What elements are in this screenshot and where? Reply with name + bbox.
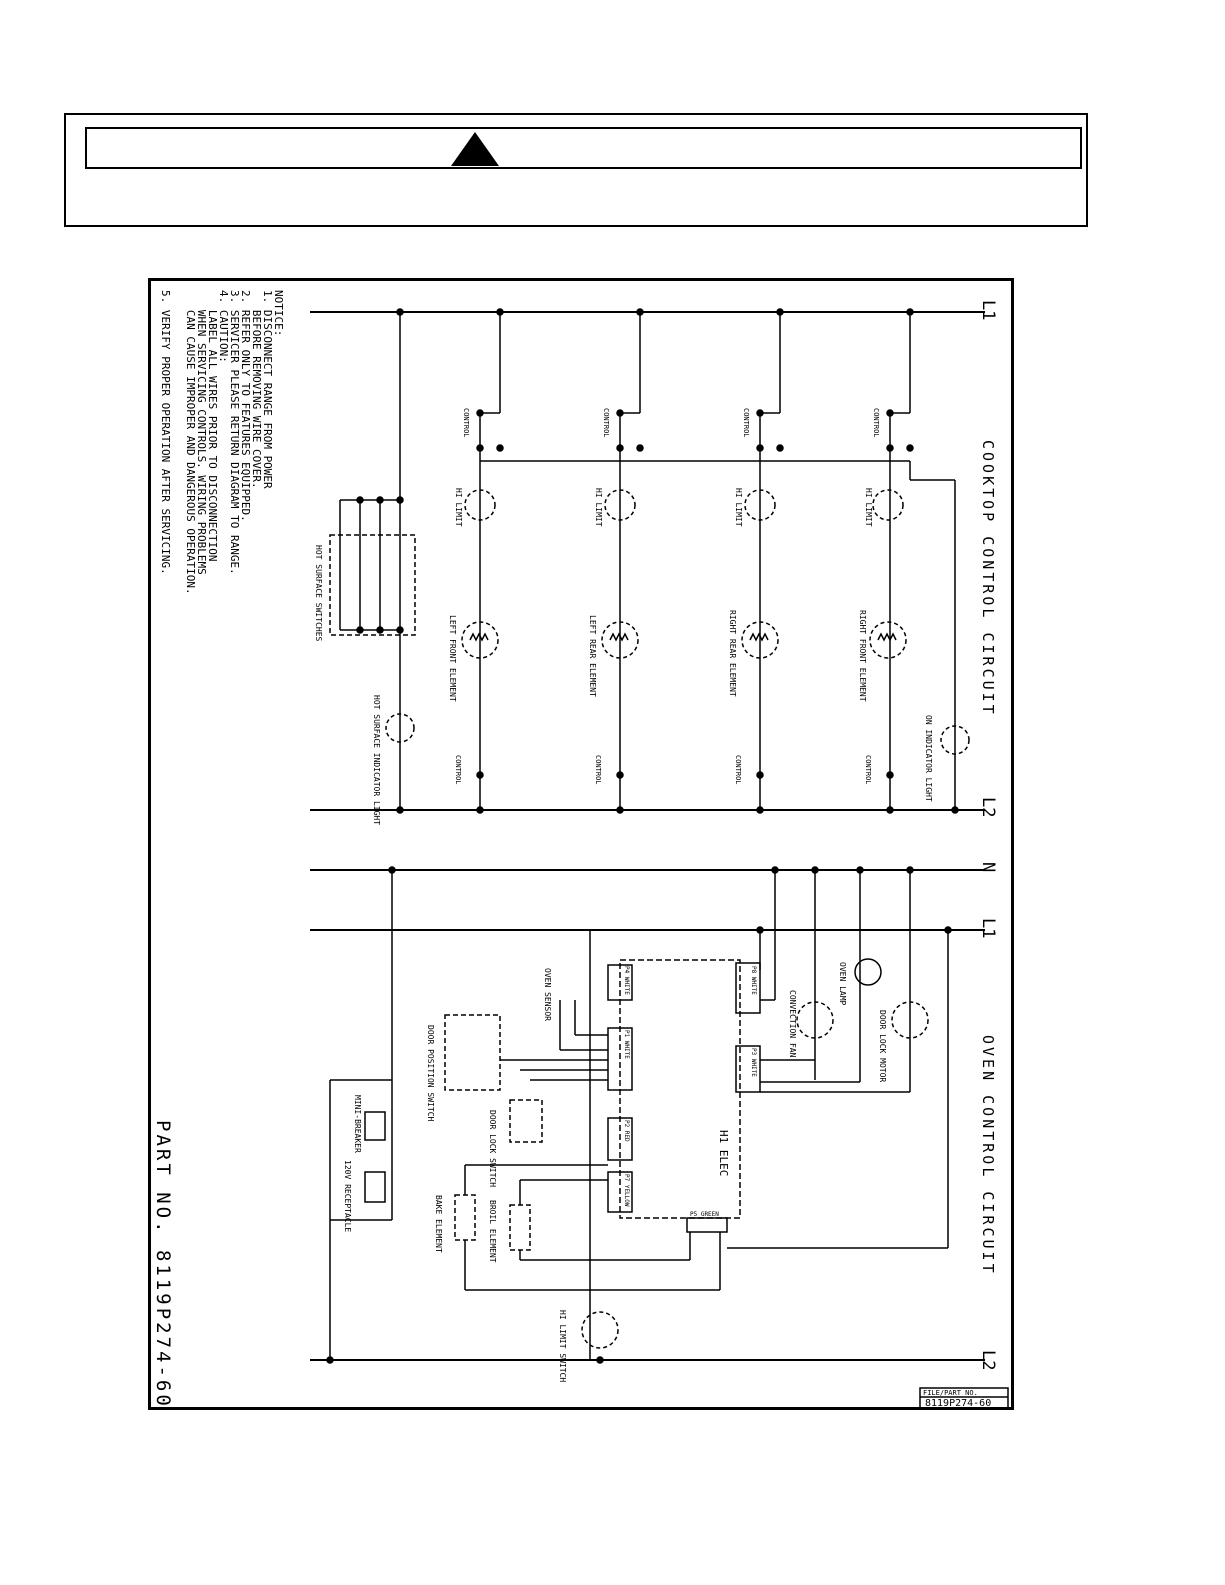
file-block-value: 8119P274-60	[925, 1398, 991, 1409]
line-label-l1-top: L1	[978, 300, 998, 320]
connector-p7	[607, 1171, 633, 1213]
label-hi-limit-switch: HI LIMIT SWITCH	[558, 1310, 567, 1382]
label-receptacle: 120V RECEPTACLE	[343, 1160, 352, 1232]
notice-line-3: 2. REFER ONLY TO FEATURES EQUIPPED.	[239, 290, 252, 522]
label-connector-p4: P4 WHITE	[623, 966, 630, 995]
label-hi-limit-4: HI LIMIT	[454, 488, 463, 527]
line-label-l2-top: L2	[978, 797, 998, 817]
label-oven-lamp: OVEN LAMP	[838, 962, 847, 1006]
file-block-label: FILE/PART NO.	[923, 1389, 978, 1397]
notice-line-7: WHEN SERVICING CONTROLS. WIRING PROBLEMS	[195, 290, 208, 575]
notice-line-1: 1. DISCONNECT RANGE FROM POWER	[261, 290, 274, 489]
label-connector-p7: P7 YELLOW	[623, 1174, 630, 1207]
label-bake-element: BAKE ELEMENT	[434, 1195, 443, 1253]
oven-section-title: OVEN CONTROL CIRCUIT	[979, 1035, 997, 1276]
label-control-1: CONTROL	[872, 408, 880, 438]
oven-circuit	[310, 866, 985, 1364]
label-left-front-element: LEFT FRONT ELEMENT	[448, 615, 457, 702]
label-connector-p8: P8 WHITE	[750, 966, 757, 995]
notice-line-8: CAN CAUSE IMPROPER AND DANGEROUS OPERATI…	[184, 290, 197, 595]
label-hi-limit-2: HI LIMIT	[734, 488, 743, 527]
notice-line-5: 4. CAUTION:	[217, 290, 230, 363]
label-door-position-switch: DOOR POSITION SWITCH	[426, 1025, 435, 1122]
notice-line-6: LABEL ALL WIRES PRIOR TO DISCONNECTION	[206, 290, 219, 562]
label-hi-limit-3: HI LIMIT	[594, 488, 603, 527]
label-control-7: CONTROL	[594, 755, 602, 785]
connector-p3	[735, 1045, 761, 1093]
line-label-n: N	[978, 862, 998, 872]
label-hot-surface-switches: HOT SURFACE SWITCHES	[314, 545, 323, 642]
file-block	[919, 1387, 1009, 1409]
label-control-2: CONTROL	[742, 408, 750, 438]
warning-box	[64, 113, 1088, 227]
notice-line-2: BEFORE REMOVING WIRE COVER.	[250, 290, 263, 489]
connector-p2	[607, 1117, 633, 1161]
label-connector-p2: P2 RED	[623, 1120, 630, 1142]
label-hi-limit-1: HI LIMIT	[864, 488, 873, 527]
cooktop-circuit	[310, 308, 985, 814]
warning-triangle-icon	[451, 132, 499, 166]
label-control-6: CONTROL	[734, 755, 742, 785]
label-right-front-element: RIGHT FRONT ELEMENT	[858, 610, 867, 702]
label-convection-fan: CONVECTION FAN	[788, 990, 797, 1058]
label-hot-surface-light: HOT SURFACE INDICATOR LIGHT	[372, 695, 381, 825]
connector-p1	[607, 1027, 633, 1091]
label-left-rear-element: LEFT REAR ELEMENT	[588, 615, 597, 697]
label-control-5: CONTROL	[864, 755, 872, 785]
label-door-lock-switch: DOOR LOCK SWITCH	[488, 1110, 497, 1187]
connector-p8	[735, 962, 761, 1014]
line-label-l2-bottom: L2	[978, 1350, 998, 1370]
branch-left-front	[461, 308, 504, 814]
notice-heading: NOTICE:	[272, 290, 285, 336]
label-broil-element: BROIL ELEMENT	[488, 1200, 497, 1263]
diagram-frame	[148, 278, 1014, 1410]
branch-left-rear	[601, 308, 644, 814]
label-control-3: CONTROL	[602, 408, 610, 438]
label-right-rear-element: RIGHT REAR ELEMENT	[728, 610, 737, 697]
notice-line-4: 3. SERVICER PLEASE RETURN DIAGRAM TO RAN…	[228, 290, 241, 575]
cooktop-section-title: COOKTOP CONTROL CIRCUIT	[979, 440, 997, 717]
connector-p5	[686, 1217, 728, 1233]
label-connector-p1: P1 WHITE	[623, 1030, 630, 1059]
label-connector-p3: P3 WHITE	[750, 1048, 757, 1077]
label-mini-breaker: MINI-BREAKER	[353, 1095, 362, 1153]
part-number: PART NO. 8119P274-60	[152, 1120, 174, 1409]
branch-right-front	[869, 308, 914, 814]
branch-right-rear	[741, 308, 784, 814]
label-door-lock-motor: DOOR LOCK MOTOR	[878, 1010, 887, 1082]
label-oven-sensor: OVEN SENSOR	[543, 968, 552, 1021]
connector-p4	[607, 964, 633, 1001]
line-label-l1-bottom: L1	[978, 918, 998, 938]
label-h1-elec: H1 ELEC	[717, 1130, 730, 1176]
notice-line-9: 5. VERIFY PROPER OPERATION AFTER SERVICI…	[159, 290, 172, 575]
label-on-indicator-light: ON INDICATOR LIGHT	[924, 715, 933, 802]
label-control-4: CONTROL	[462, 408, 470, 438]
label-control-8: CONTROL	[454, 755, 462, 785]
label-connector-p5: P5 GREEN	[690, 1211, 719, 1218]
warning-banner	[85, 127, 1082, 169]
